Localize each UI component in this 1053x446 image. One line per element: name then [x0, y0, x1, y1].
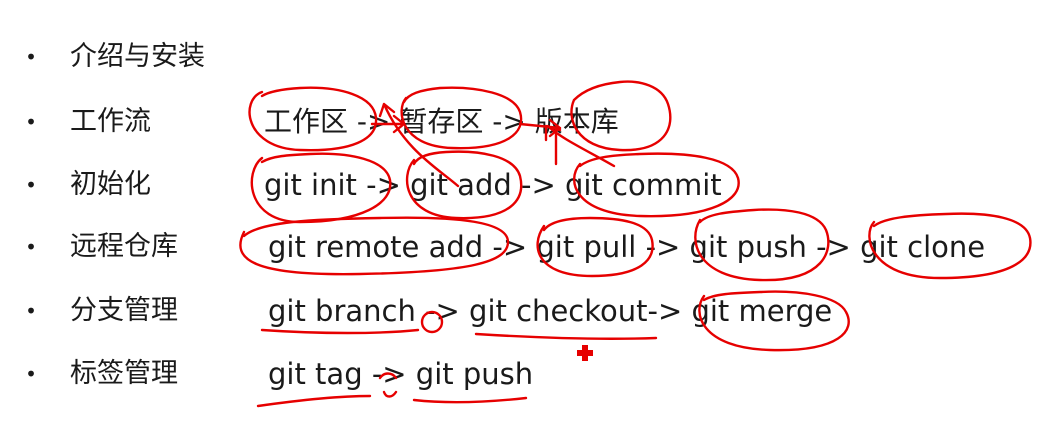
- topic-intro-install: 介绍与安装: [70, 41, 205, 72]
- flow-remote-repo: git remote add -> git pull -> git push -…: [268, 230, 986, 264]
- flow-branch-management: git branch -> git checkout-> git merge: [268, 294, 833, 328]
- bullet-marker: •: [25, 173, 37, 197]
- flow-workflow: 工作区 -> 暂存区 -> 版本库: [264, 105, 619, 138]
- bullet-marker: •: [25, 299, 37, 323]
- ink-underline-git-tag: [256, 394, 372, 408]
- topic-tag-management: 标签管理: [70, 358, 178, 389]
- bullet-marker: •: [25, 235, 37, 259]
- bullet-marker: •: [25, 110, 37, 134]
- ink-underline-git-branch: [260, 328, 420, 335]
- topic-init: 初始化: [70, 169, 151, 200]
- ink-underline-git-push-tag: [412, 396, 528, 404]
- bullet-marker: •: [25, 45, 37, 69]
- topic-branch-management: 分支管理: [70, 295, 178, 326]
- crosshair-cursor-icon: [577, 345, 593, 361]
- bullet-marker: •: [25, 362, 37, 386]
- cursor-bar-vertical: [582, 345, 588, 361]
- flow-tag-management: git tag -> git push: [268, 357, 534, 391]
- topic-remote-repo: 远程仓库: [70, 231, 178, 262]
- ink-underline-git-checkout: [474, 332, 658, 340]
- flow-init: git init -> git add -> git commit: [264, 168, 722, 202]
- topic-workflow: 工作流: [70, 106, 151, 137]
